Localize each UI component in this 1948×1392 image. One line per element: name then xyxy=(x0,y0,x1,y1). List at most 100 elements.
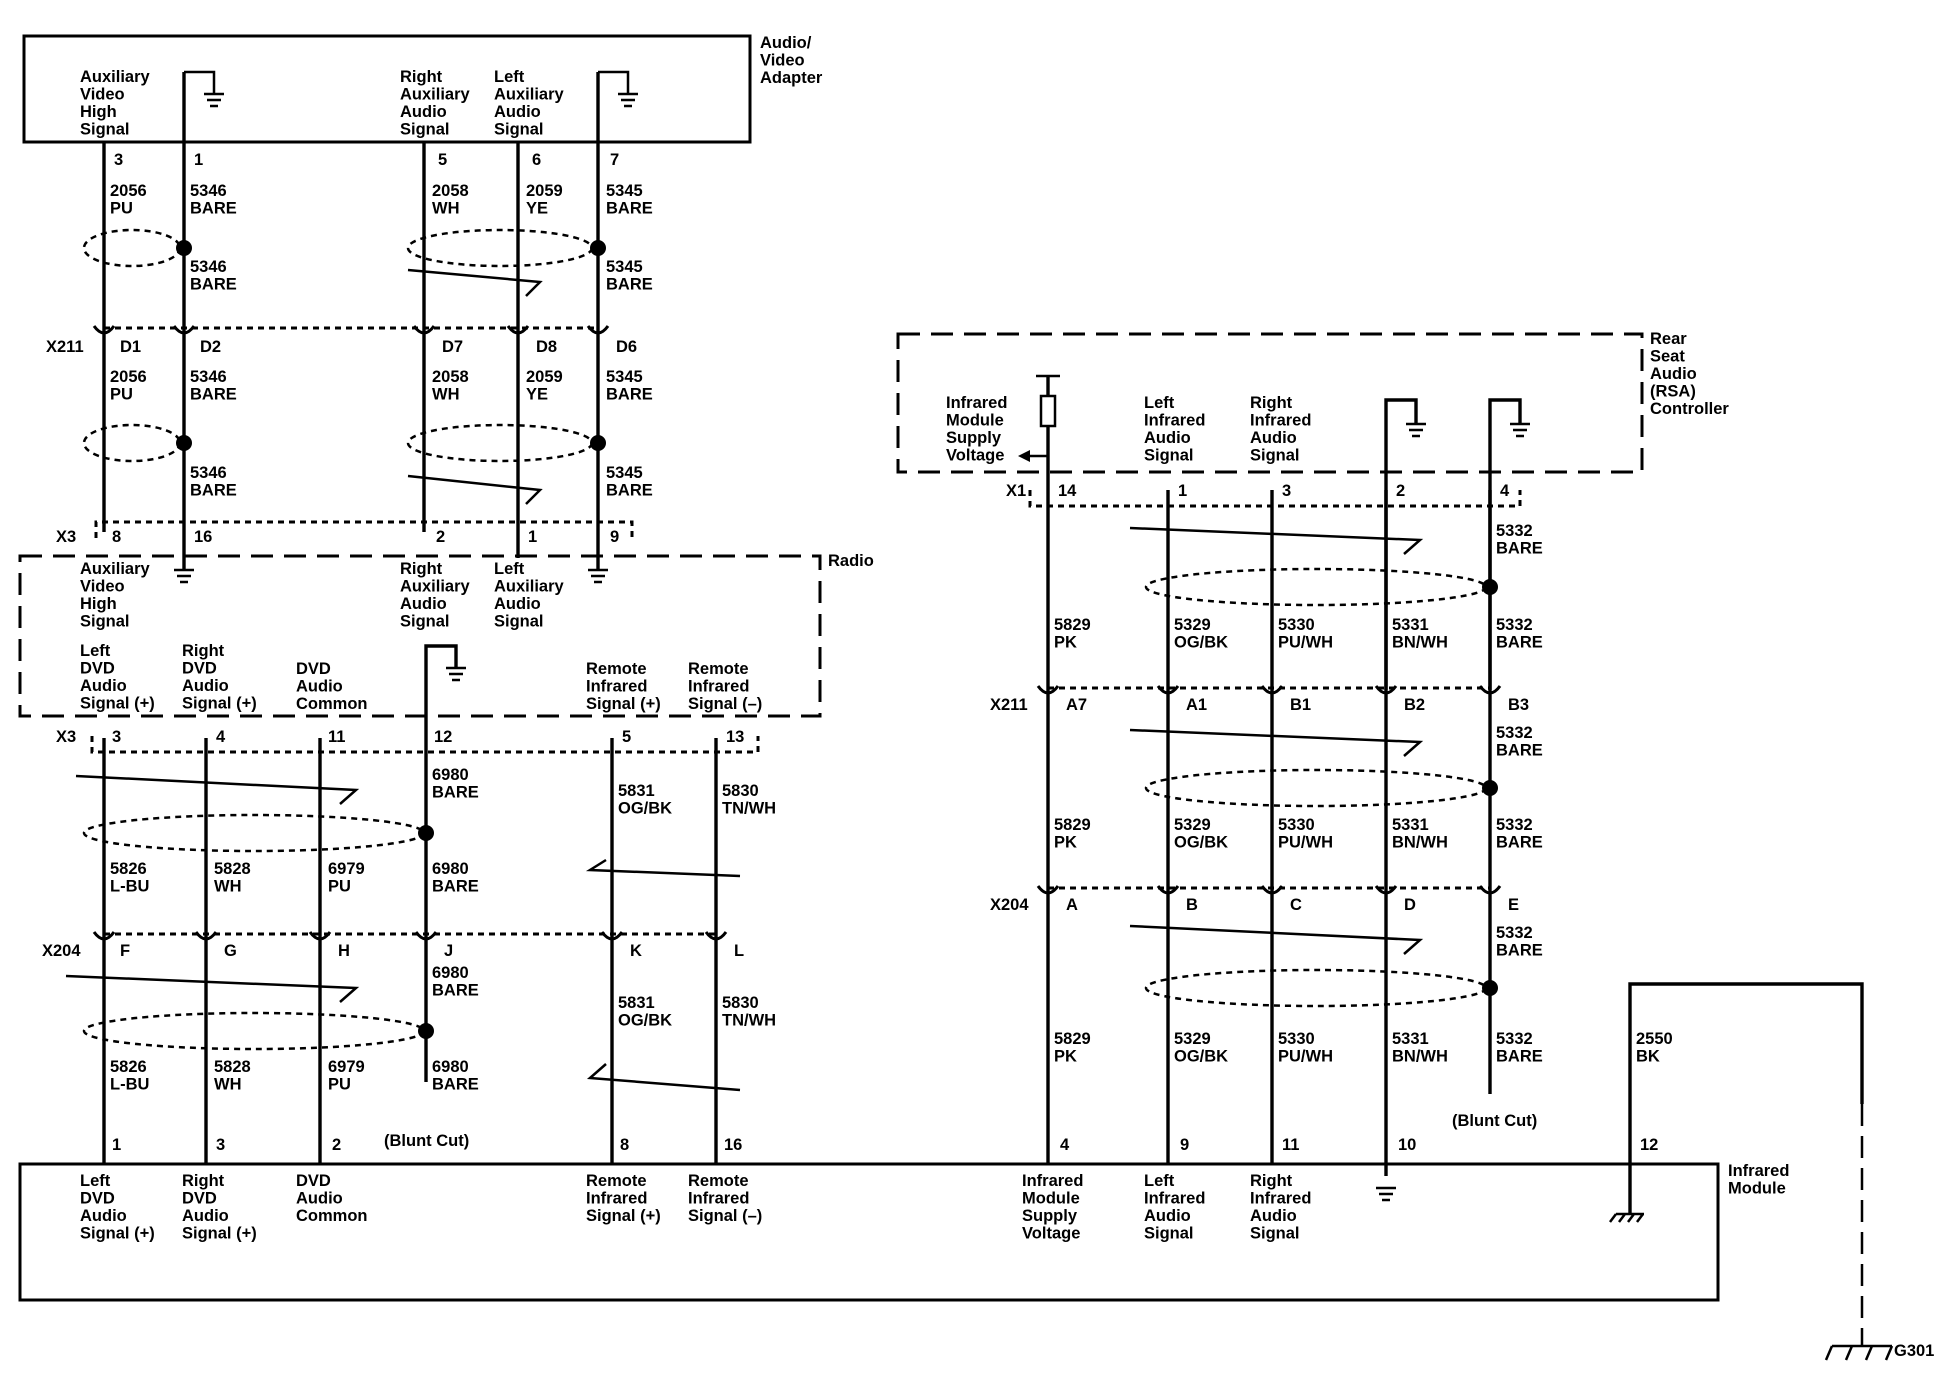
label-line: Signal xyxy=(1144,1225,1194,1243)
label-line: 5332 xyxy=(1496,724,1533,742)
label-line: 5831 xyxy=(618,994,655,1012)
radio-box xyxy=(18,554,822,718)
x211-pin-d1: D1 xyxy=(120,338,141,356)
splice-6980-b xyxy=(418,1023,434,1039)
x211-right-pin-b3: B3 xyxy=(1508,696,1529,714)
label-line: BARE xyxy=(432,1076,479,1094)
label-line: Signal (+) xyxy=(182,1225,257,1243)
label-line: TN/WH xyxy=(722,800,776,818)
label-line: DVD xyxy=(182,1190,217,1208)
shield-5345-a xyxy=(406,228,594,268)
label-line: BARE xyxy=(190,276,237,294)
label-line: Audio xyxy=(1250,1207,1297,1225)
label-line: 5329 xyxy=(1174,616,1211,634)
label-line: Left xyxy=(80,1172,111,1190)
radio-ground-icon-1 xyxy=(174,568,194,584)
label-line: Infrared xyxy=(688,1190,749,1208)
wire-2550 xyxy=(1628,982,1864,1214)
label-line: 6979 xyxy=(328,1058,365,1076)
label-line: WH xyxy=(214,878,242,896)
twist-aux-a xyxy=(407,268,543,297)
twist-ir-b xyxy=(586,1063,741,1092)
label-line: BARE xyxy=(606,200,653,218)
label-line: Remote xyxy=(688,1172,749,1190)
label-line: Signal xyxy=(494,613,544,631)
label-line: PU/WH xyxy=(1278,634,1333,652)
label-line: PU xyxy=(110,200,133,218)
label-line: Audio xyxy=(182,677,229,695)
label-line: 2056 xyxy=(110,182,147,200)
radio-ground-6980-lead xyxy=(424,644,458,738)
label-line: OG/BK xyxy=(1174,634,1228,652)
x204-pin-l: L xyxy=(734,942,744,960)
label-line: BN/WH xyxy=(1392,1048,1448,1066)
ir-pin-3: 3 xyxy=(216,1136,225,1154)
label-line: 5332 xyxy=(1496,522,1533,540)
label-line: Video xyxy=(760,52,805,70)
label-line: Signal xyxy=(1250,1225,1300,1243)
label-line: BARE xyxy=(1496,540,1543,558)
label-line: 2058 xyxy=(432,368,469,386)
label-line: 5331 xyxy=(1392,816,1429,834)
rsa-ground-icon-2 xyxy=(1510,422,1530,438)
av-pin-1: 1 xyxy=(194,151,203,169)
splice-5332-a xyxy=(1482,579,1498,595)
label-line: Infrared xyxy=(1250,1190,1311,1208)
rsa-controller-box xyxy=(896,332,1644,474)
label-line: 6980 xyxy=(432,964,469,982)
label-line: Auxiliary xyxy=(400,86,471,104)
label-line: 2059 xyxy=(526,368,563,386)
label-line: DVD xyxy=(80,660,115,678)
x3-upper-pin-9: 9 xyxy=(610,528,619,546)
shield-rsa-c xyxy=(1144,968,1488,1008)
label-line: Infrared xyxy=(688,678,749,696)
label-line: Right xyxy=(182,1172,225,1190)
label-line: Left xyxy=(1144,394,1175,412)
x211-pin-d6: D6 xyxy=(616,338,637,356)
label-line: Signal xyxy=(80,121,130,139)
label-line: Right xyxy=(400,560,443,578)
label-line: Left xyxy=(80,642,111,660)
label-line: Infrared xyxy=(1728,1162,1789,1180)
label-line: 5346 xyxy=(190,368,227,386)
twist-rsa-b xyxy=(1129,728,1424,757)
x204-pin-f: F xyxy=(120,942,130,960)
x1-bracket xyxy=(1028,490,1522,508)
label-line: (RSA) xyxy=(1650,383,1696,401)
label-line: BARE xyxy=(1496,742,1543,760)
x1-pin-3: 3 xyxy=(1282,482,1291,500)
shield-5345-b xyxy=(406,423,594,463)
label-line: Supply xyxy=(1022,1207,1078,1225)
label-line: Right xyxy=(1250,1172,1293,1190)
x211-pin-d2: D2 xyxy=(200,338,221,356)
label-line: 5332 xyxy=(1496,816,1533,834)
label-line: WH xyxy=(214,1076,242,1094)
label-line: 5329 xyxy=(1174,816,1211,834)
x1-pin-14: 14 xyxy=(1058,482,1077,500)
x204-right-pin-a: A xyxy=(1066,896,1078,914)
splice-5345-a xyxy=(590,240,606,256)
label-line: Auxiliary xyxy=(80,560,151,578)
x3-upper-pin-1: 1 xyxy=(528,528,537,546)
